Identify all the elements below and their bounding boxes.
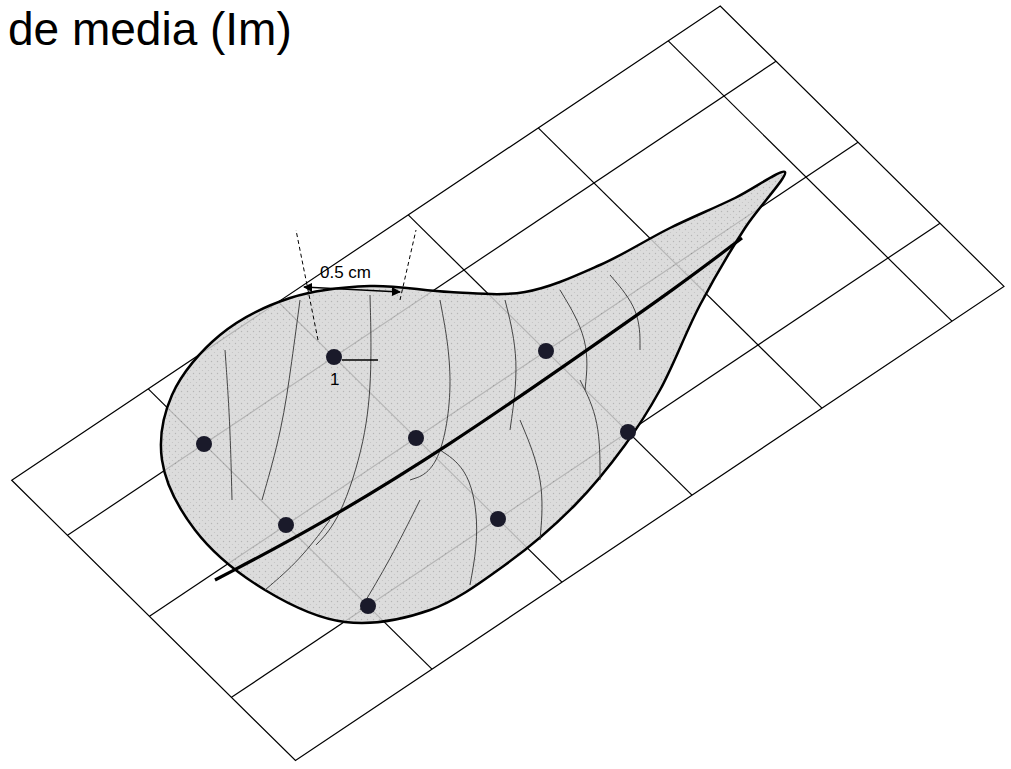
leaf-vein	[580, 380, 600, 480]
dimension-marks	[296, 230, 416, 360]
leaf-vein	[440, 450, 477, 585]
sample-dot	[408, 430, 424, 446]
leaf-vein	[316, 295, 371, 545]
leaf-vein	[610, 275, 640, 350]
dimension-guide	[400, 230, 416, 300]
leaf-vein	[225, 350, 232, 500]
sample-dot	[538, 343, 554, 359]
sample-dot	[326, 349, 342, 365]
leaf-vein	[560, 290, 587, 390]
dimension-arrow	[304, 287, 400, 292]
grid-lines	[12, 6, 1004, 760]
leaf-vein	[520, 420, 542, 540]
sample-dot	[360, 598, 376, 614]
leaf-vein	[262, 300, 300, 500]
sample-dots	[196, 343, 636, 614]
leaf-vein	[360, 500, 420, 610]
grid-frame	[12, 6, 1004, 760]
sample-dot	[490, 511, 506, 527]
dimension-guide	[296, 230, 318, 340]
sample-dot	[278, 517, 294, 533]
leaf-vein	[505, 300, 516, 430]
leader-line	[342, 359, 378, 360]
callout-number: 1	[330, 370, 339, 390]
dimension-label: 0.5 cm	[320, 263, 371, 283]
leaf-vein	[265, 520, 330, 590]
sample-dot	[196, 436, 212, 452]
leaf-midrib	[215, 238, 742, 580]
sample-dot	[620, 424, 636, 440]
leaf-blade	[161, 172, 785, 623]
leaf-outline	[161, 172, 785, 623]
slide-title: de media (Im)	[8, 2, 292, 56]
